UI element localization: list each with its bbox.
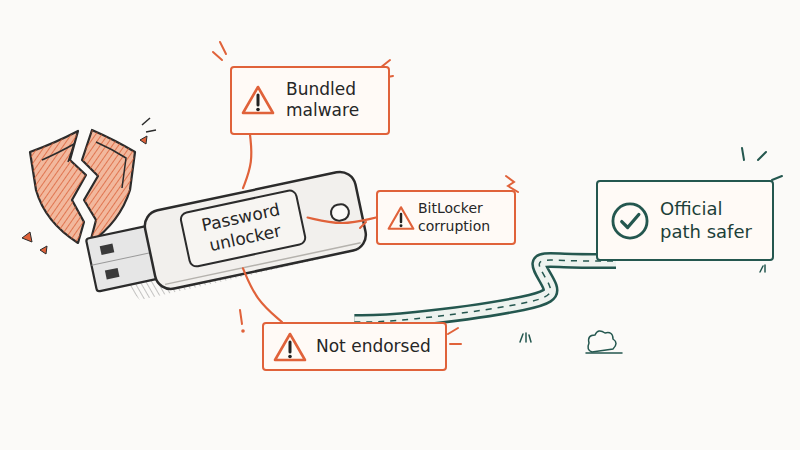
warning-callout: Bundled malware — [230, 66, 390, 135]
alert-sparks — [213, 42, 518, 344]
broken-shield — [146, 130, 156, 132]
broken-shield — [140, 136, 147, 144]
broken-shield — [42, 144, 74, 162]
alert-sparks — [240, 310, 242, 324]
warning-icon — [256, 108, 260, 112]
leader-line — [243, 135, 251, 189]
leader-line — [308, 218, 376, 223]
broken-shield — [40, 246, 47, 254]
broken-shield — [82, 130, 135, 243]
warning-callout: BitLocker corruption — [376, 190, 516, 245]
road — [354, 260, 616, 322]
usb-stick — [105, 268, 120, 280]
warning-icon — [273, 330, 307, 364]
broken-shield — [142, 118, 150, 125]
warning-icon — [389, 207, 414, 228]
check-icon — [613, 203, 647, 237]
warning-callout: Not endorsed — [262, 322, 447, 371]
usb-stick — [91, 253, 150, 265]
warning-icon — [241, 83, 275, 117]
usb-stick — [142, 169, 369, 292]
warning-icon — [275, 334, 305, 360]
usb-stick — [100, 243, 115, 255]
warning-icon — [387, 204, 415, 232]
node-text: Bundled malware — [286, 79, 374, 122]
safe-path-box: Official path safer — [596, 180, 774, 261]
usb-stick — [329, 203, 350, 222]
node-text: Official path safer — [660, 198, 760, 243]
alert-sparks — [220, 42, 226, 54]
safe-sparks — [758, 152, 766, 160]
node-text: BitLocker corruption — [418, 200, 506, 235]
usb-stick — [83, 169, 369, 304]
check-icon — [610, 201, 650, 241]
warning-icon — [289, 342, 292, 352]
grass-tufts — [760, 265, 765, 272]
node-text: Not endorsed — [316, 336, 431, 357]
road-centre-line — [354, 260, 616, 322]
warning-icon — [257, 95, 260, 105]
safe-sparks — [772, 176, 782, 180]
warning-icon — [288, 354, 292, 358]
leader-line — [243, 268, 282, 322]
alert-sparks — [360, 222, 366, 228]
warning-icon — [400, 224, 403, 227]
grass-tufts — [520, 260, 765, 353]
grass-tufts — [588, 331, 616, 352]
broken-shield — [30, 131, 86, 243]
broken-shield — [82, 130, 135, 243]
broken-shield — [30, 131, 86, 243]
leader-line — [243, 268, 282, 322]
safe-sparks — [742, 148, 782, 180]
alert-sparks — [213, 52, 222, 60]
warning-icon — [400, 213, 402, 221]
alert-sparks — [450, 343, 461, 345]
road-surface — [354, 260, 616, 322]
grass-tufts — [586, 352, 622, 354]
leader-line — [243, 135, 251, 189]
safe-sparks — [742, 148, 744, 160]
leader-line — [308, 218, 376, 223]
node-text: Password unlocker — [194, 198, 293, 259]
grass-tufts — [520, 333, 531, 342]
broken-shield — [22, 232, 32, 242]
stick-label: Password unlocker — [178, 188, 307, 268]
warning-icon — [243, 87, 273, 113]
check-icon — [622, 214, 639, 227]
alert-sparks — [241, 329, 245, 333]
alert-sparks — [448, 328, 458, 334]
broken-shield — [96, 142, 126, 188]
road — [354, 260, 616, 322]
